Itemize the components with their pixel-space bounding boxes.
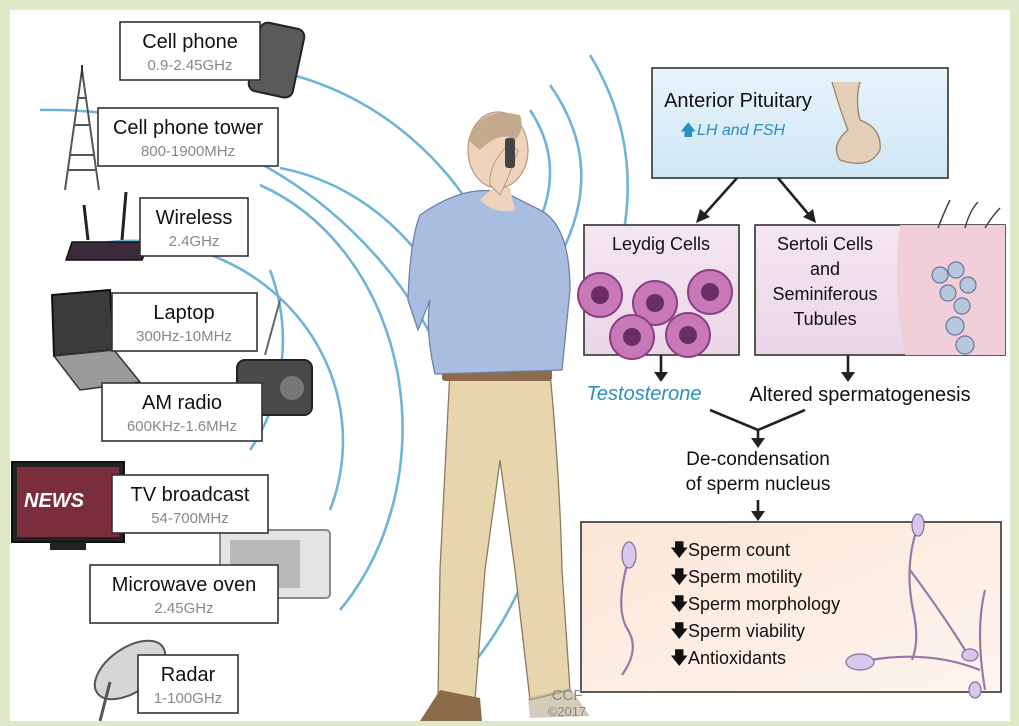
tv-icon: NEWS <box>12 462 124 550</box>
effect-item: Sperm viability <box>688 621 805 641</box>
source-name: Cell phone <box>142 31 238 53</box>
source-name: Radar <box>161 664 216 686</box>
arrowhead <box>654 372 668 382</box>
source-name: Laptop <box>153 302 214 324</box>
source-freq: 600KHz-1.6MHz <box>127 418 237 435</box>
pituitary-title: Anterior Pituitary <box>664 90 812 112</box>
down-arrow-icon: 🡇 <box>670 567 689 587</box>
person-figure <box>408 112 590 721</box>
arrowhead <box>841 372 855 382</box>
tv-screen-text: NEWS <box>24 490 85 512</box>
sperm-tails <box>938 200 1000 228</box>
down-arrow-icon: 🡇 <box>670 540 689 560</box>
merge-arrow <box>710 410 805 430</box>
source-freq: 300Hz-10MHz <box>136 328 232 345</box>
source-am-radio: AM radio 600KHz-1.6MHz <box>102 383 262 441</box>
sertoli-line: Tubules <box>793 309 856 329</box>
source-name: Cell phone tower <box>113 117 263 139</box>
source-name: Wireless <box>156 207 233 229</box>
down-arrow-icon: 🡇 <box>670 594 689 614</box>
diagram-svg: NEWS Cell phone 0.9-2.45GHz Cell phone t… <box>10 10 1010 721</box>
altered-spermatogenesis-label: Altered spermatogenesis <box>749 384 970 406</box>
shirt <box>408 191 570 375</box>
effect-item: Sperm morphology <box>688 594 840 614</box>
source-laptop: Laptop 300Hz-10MHz <box>112 293 257 351</box>
source-freq: 2.4GHz <box>169 233 220 250</box>
sertoli-line: Sertoli Cells <box>777 234 873 254</box>
trousers <box>438 370 570 700</box>
effect-item: Sperm motility <box>688 567 802 587</box>
source-wireless: Wireless 2.4GHz <box>140 198 248 256</box>
down-arrow-icon: 🡇 <box>670 648 689 668</box>
arrowhead <box>751 438 765 448</box>
sertoli-line: and <box>810 259 840 279</box>
source-tv-broadcast: TV broadcast 54-700MHz <box>112 475 268 533</box>
arrow-to-sertoli <box>778 178 810 216</box>
arrowhead <box>751 511 765 521</box>
sertoli-line: Seminiferous <box>772 284 877 304</box>
source-freq: 2.45GHz <box>154 600 213 617</box>
source-cell-tower: Cell phone tower 800-1900MHz <box>98 108 278 166</box>
decondensation-line: of sperm nucleus <box>686 474 831 495</box>
leydig-title: Leydig Cells <box>612 234 710 254</box>
decondensation-line: De-condensation <box>686 449 830 470</box>
effects-box: 🡇 Sperm count 🡇 Sperm motility 🡇 Sperm m… <box>581 514 1001 698</box>
source-name: AM radio <box>142 392 222 414</box>
source-name: Microwave oven <box>112 574 257 596</box>
source-name: TV broadcast <box>131 484 250 506</box>
cell-tower-icon <box>65 65 99 190</box>
down-arrow-icon: 🡇 <box>670 621 689 641</box>
figure-canvas: NEWS Cell phone 0.9-2.45GHz Cell phone t… <box>10 10 1010 721</box>
source-cell-phone: Cell phone 0.9-2.45GHz <box>120 22 260 80</box>
router-icon <box>66 192 150 260</box>
source-microwave-oven: Microwave oven 2.45GHz <box>90 565 278 623</box>
leydig-box: Leydig Cells <box>578 225 739 359</box>
credit-ccf: CCF <box>552 687 583 704</box>
effect-item: Antioxidants <box>688 648 786 668</box>
arrow-to-leydig <box>703 178 737 216</box>
source-freq: 1-100GHz <box>154 690 222 707</box>
held-phone <box>505 138 515 168</box>
source-freq: 54-700MHz <box>151 510 229 527</box>
source-freq: 0.9-2.45GHz <box>147 57 232 74</box>
up-arrow-icon: 🡅 <box>680 122 696 139</box>
credit-year: ©2017 <box>548 704 587 719</box>
sertoli-box: Sertoli Cells and Seminiferous Tubules <box>755 200 1005 355</box>
pituitary-effect: LH and FSH <box>697 122 785 139</box>
testosterone-label: Testosterone <box>587 383 702 405</box>
source-freq: 800-1900MHz <box>141 143 235 160</box>
source-radar: Radar 1-100GHz <box>138 655 238 713</box>
pituitary-box: Anterior Pituitary 🡅 LH and FSH <box>652 68 948 178</box>
effect-item: Sperm count <box>688 540 790 560</box>
